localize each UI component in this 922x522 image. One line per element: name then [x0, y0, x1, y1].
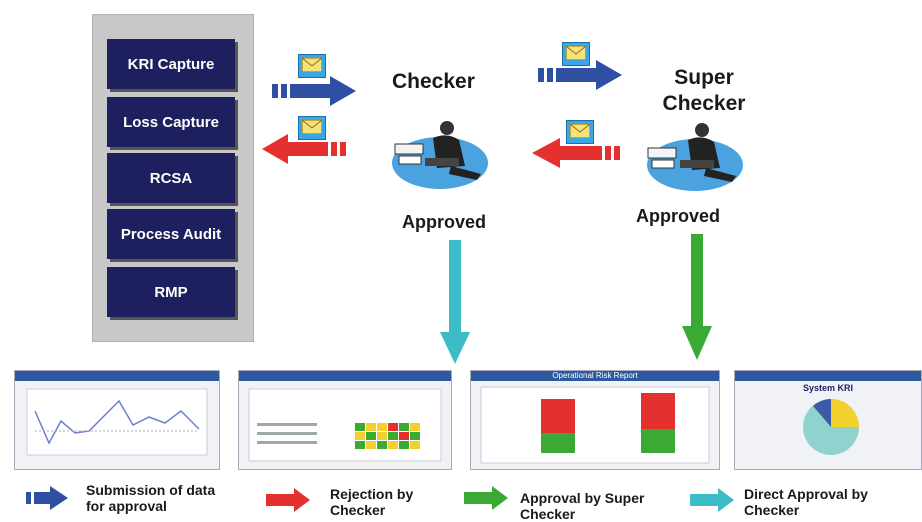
envelope-icon	[566, 120, 594, 144]
legend-super-approval-line2: Checker	[520, 506, 576, 522]
pie-preview	[803, 399, 859, 455]
super-checker-approved-label: Approved	[636, 206, 721, 226]
super-approval-arrow	[682, 234, 712, 360]
submit-arrow-to-checker	[272, 76, 356, 106]
legend-submission: Submission of data for approval	[86, 482, 215, 514]
module-loss-capture[interactable]: Loss Capture	[107, 97, 235, 147]
submit-arrow-to-super-checker	[538, 60, 622, 90]
legend-submission-line2: for approval	[86, 498, 167, 514]
envelope-icon	[562, 42, 590, 66]
direct-approval-arrow	[440, 240, 470, 364]
super-checker-label-line2: Checker	[662, 92, 746, 115]
legend-rejection-line2: Checker	[330, 502, 386, 518]
legend-direct-approval: Direct Approval by Checker	[744, 486, 868, 518]
envelope-icon	[298, 54, 326, 78]
checker-approved-label: Approved	[402, 212, 487, 232]
reject-arrow-to-checker	[532, 138, 620, 168]
line-chart-preview	[26, 388, 208, 456]
legend-direct-approval-arrow-icon	[690, 488, 734, 512]
legend-super-approval-line1: Approval by Super	[520, 490, 645, 506]
reject-arrow-to-panel	[262, 134, 346, 164]
envelope-icon	[298, 116, 326, 140]
legend-submission-line1: Submission of data	[86, 482, 216, 498]
legend-reject-arrow-icon	[266, 488, 310, 512]
legend-rejection-line1: Rejection by	[330, 486, 414, 502]
checker-label: Checker	[392, 70, 475, 93]
super-checker-person-icon	[647, 123, 743, 191]
legend-arrows	[26, 486, 734, 512]
checker-person-icon	[392, 121, 488, 189]
module-rcsa[interactable]: RCSA	[107, 153, 235, 203]
stacked-bar-preview	[480, 386, 710, 464]
module-kri-capture[interactable]: KRI Capture	[107, 39, 235, 89]
module-process-audit[interactable]: Process Audit	[107, 209, 235, 259]
module-rmp[interactable]: RMP	[107, 267, 235, 317]
report-thumbnail-stacked-bar[interactable]: Operational Risk Report	[470, 370, 720, 470]
legend-direct-approval-line2: Checker	[744, 502, 800, 518]
report-thumbnail-pie[interactable]: System KRI	[734, 370, 922, 470]
module-panel: KRI Capture Loss Capture RCSA Process Au…	[92, 14, 254, 342]
pie-report-title: System KRI	[802, 383, 854, 393]
legend-super-approval: Approval by Super Checker	[520, 490, 644, 522]
legend-super-approval-arrow-icon	[464, 486, 508, 510]
legend-rejection: Rejection by Checker	[330, 486, 413, 518]
heatmap-preview	[248, 388, 442, 462]
report-thumbnail-heatmap[interactable]	[238, 370, 452, 470]
legend-submit-arrow-icon	[26, 486, 68, 510]
super-checker-label-line1: Super	[674, 66, 734, 89]
legend-direct-approval-line1: Direct Approval by	[744, 486, 868, 502]
report-title: Operational Risk Report	[471, 371, 719, 381]
flow-arrows	[262, 60, 743, 364]
report-thumbnail-line-chart[interactable]	[14, 370, 220, 470]
